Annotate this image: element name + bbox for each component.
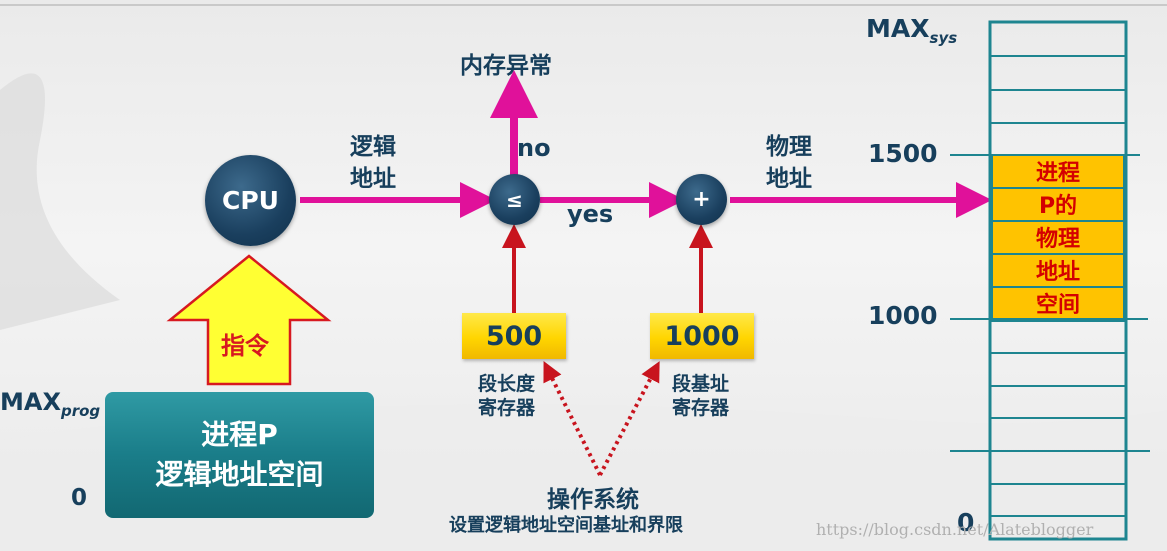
watermark: https://blog.csdn.net/Alateblogger <box>816 520 1094 539</box>
max-sys-label: MAXsys <box>866 14 957 47</box>
zero-left-label: 0 <box>71 485 88 511</box>
logical-address-label: 逻辑 地址 <box>350 131 396 195</box>
top-border-line <box>0 4 1167 6</box>
memory-column <box>988 20 1128 541</box>
limit-register-label: 段长度 寄存器 <box>478 372 535 420</box>
process-block <box>991 154 1125 320</box>
no-label: no <box>517 134 551 162</box>
base-register-value: 1000 <box>664 320 740 352</box>
max-prog-base: MAX <box>0 388 61 416</box>
logical-addr-line1: 逻辑 <box>350 134 396 160</box>
max-prog-sub: prog <box>60 401 101 420</box>
base-register-label: 段基址 寄存器 <box>672 372 729 420</box>
base-register-box: 1000 <box>650 313 754 359</box>
process-cell-4: 地址 <box>1035 259 1080 285</box>
base-register-line2: 寄存器 <box>672 397 730 419</box>
logical-space-line2: 逻辑地址空间 <box>155 458 324 491</box>
memory-exception-label: 内存异常 <box>460 53 552 79</box>
dotted-arrow-os-to-limit <box>543 361 602 476</box>
memory-rows <box>990 55 1126 517</box>
logical-address-space-box: 进程P 逻辑地址空间 <box>105 392 374 518</box>
os-subtitle: 设置逻辑地址空间基址和界限 <box>449 515 683 536</box>
compare-symbol: ≤ <box>506 187 523 212</box>
mark-1000-label: 1000 <box>868 301 938 330</box>
process-cell-1: 进程 <box>1035 160 1080 186</box>
physical-addr-line1: 物理 <box>766 134 812 160</box>
process-block-rows <box>992 187 1124 288</box>
limit-register-line2: 寄存器 <box>478 397 536 419</box>
max-sys-base: MAX <box>866 14 930 43</box>
process-cell-5: 空间 <box>1035 292 1080 318</box>
adder-symbol: + <box>692 187 711 212</box>
mark-1500-label: 1500 <box>868 139 938 168</box>
yes-label: yes <box>567 200 614 228</box>
dotted-arrow-os-to-base <box>598 361 660 476</box>
max-prog-label: MAXprog <box>0 388 100 420</box>
physical-addr-line2: 地址 <box>766 166 812 192</box>
max-sys-sub: sys <box>929 29 958 47</box>
limit-register-box: 500 <box>462 313 566 359</box>
mark-0-label: 0 <box>957 508 975 537</box>
cpu-circle: CPU <box>205 155 296 246</box>
limit-register-value: 500 <box>485 320 543 352</box>
process-cell-2: P的 <box>1038 193 1078 219</box>
physical-address-label: 物理 地址 <box>766 131 812 195</box>
instruction-label: 指令 <box>221 332 269 360</box>
instruction-arrow-shape <box>166 254 332 386</box>
cpu-label: CPU <box>222 186 279 215</box>
logical-space-line1: 进程P <box>201 418 278 451</box>
process-cell-3: 物理 <box>1035 226 1080 252</box>
base-register-line1: 段基址 <box>672 373 730 395</box>
adder-circle: + <box>676 174 727 225</box>
os-title: 操作系统 <box>547 487 639 513</box>
limit-register-line1: 段长度 <box>478 373 536 395</box>
compare-circle: ≤ <box>489 174 540 225</box>
logical-addr-line2: 地址 <box>350 166 396 192</box>
